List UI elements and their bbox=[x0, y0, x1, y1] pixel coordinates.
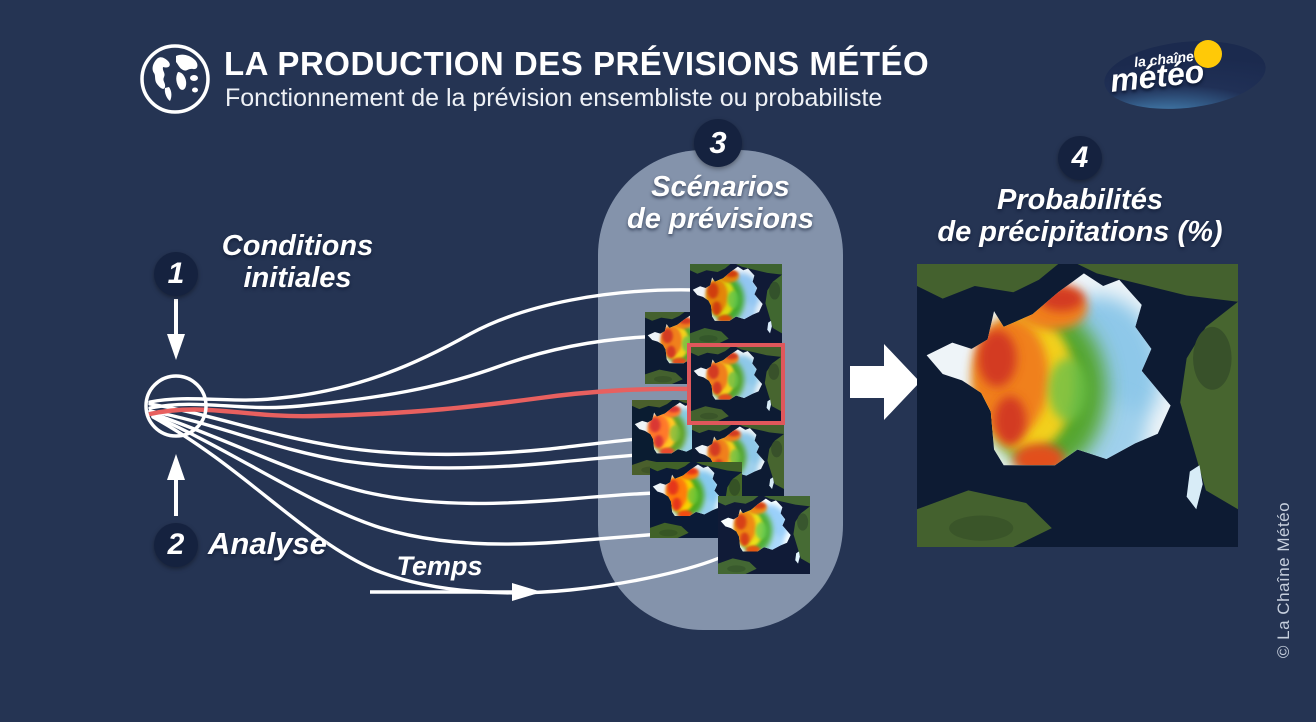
trajectory-line bbox=[148, 402, 640, 457]
globe-icon bbox=[140, 44, 210, 114]
page-title: LA PRODUCTION DES PRÉVISIONS MÉTÉO bbox=[224, 45, 930, 82]
big-arrow-icon bbox=[850, 344, 920, 420]
trajectory-line bbox=[148, 288, 698, 404]
lachainemeteo-logo: la chaîne météo bbox=[1098, 33, 1278, 120]
trajectory-line bbox=[148, 409, 697, 470]
step-3-label-line1: Scénarios bbox=[651, 171, 790, 203]
scenario-map-1 bbox=[690, 264, 782, 344]
up-arrow-icon bbox=[167, 454, 185, 516]
step-3-label-line2: de prévisions bbox=[627, 202, 814, 235]
step-2-badge: 2 bbox=[154, 523, 198, 567]
step-1-label-line1: Conditions bbox=[221, 230, 374, 262]
scenario-map-3-highlighted bbox=[687, 343, 785, 425]
page-subtitle: Fonctionnement de la prévision ensemblis… bbox=[225, 84, 883, 112]
step-4-label: Probabilités de précipitations (%) bbox=[900, 184, 1260, 249]
sun-icon bbox=[1194, 40, 1222, 68]
copyright-text: © La Chaîne Météo bbox=[1274, 501, 1293, 659]
step-4-label-line1: Probabilités bbox=[997, 184, 1163, 216]
step-1-label-line2: initiales bbox=[243, 261, 352, 294]
probability-map bbox=[917, 264, 1238, 547]
step-1-badge: 1 bbox=[154, 252, 198, 296]
trajectory-line bbox=[151, 415, 726, 595]
down-arrow-icon bbox=[167, 299, 185, 360]
time-axis-label: Temps bbox=[396, 551, 483, 581]
initial-state-node bbox=[144, 374, 208, 438]
trajectory-line bbox=[149, 411, 656, 506]
step-1-label: Conditions initiales bbox=[205, 230, 390, 295]
highlighted-trajectory-line bbox=[147, 386, 695, 419]
trajectory-line bbox=[148, 334, 680, 410]
trajectory-line bbox=[150, 413, 662, 546]
step-2-label: Analyse bbox=[208, 526, 327, 561]
step-3-badge: 3 bbox=[694, 119, 742, 167]
step-4-label-line2: de précipitations (%) bbox=[937, 215, 1223, 248]
step-4-badge: 4 bbox=[1058, 136, 1102, 180]
scenario-map-7 bbox=[718, 496, 810, 574]
step-3-label: Scénarios de prévisions bbox=[598, 171, 843, 236]
temps-arrow-icon bbox=[370, 583, 542, 601]
